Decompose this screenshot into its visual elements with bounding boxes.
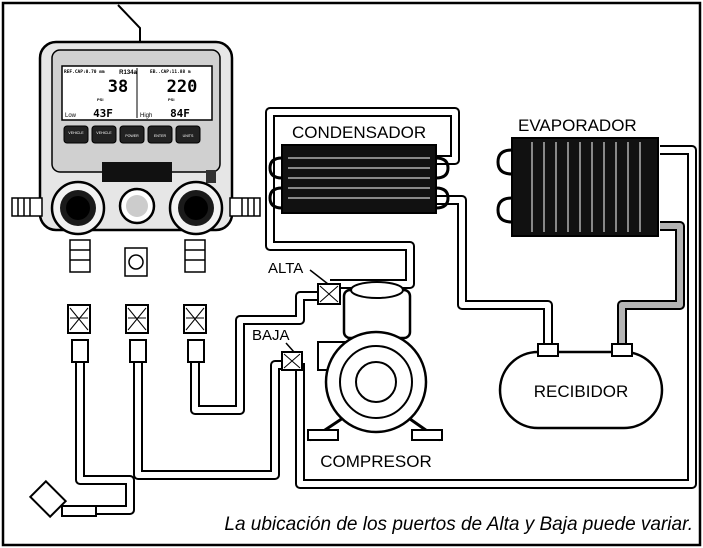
low-side-knob[interactable] [50, 180, 106, 236]
condensador: CONDENSADOR [268, 123, 450, 214]
side-port-left [11, 197, 43, 217]
baja-port[interactable] [281, 351, 303, 371]
high-side-knob[interactable] [168, 180, 224, 236]
lcd-low-pressure: 38 [108, 77, 128, 97]
hose-couplers [28, 304, 207, 519]
manifold-gauge: REF.CAP:0.70 mm R134a EB..CAP:11.88 m 38… [11, 40, 261, 277]
gauge-buttons: VEHICLE VEHICLE POWER ENTER UNITS [63, 125, 201, 144]
lcd-refrigerant: R134a [119, 70, 137, 76]
condensador-label: CONDENSADOR [292, 123, 426, 142]
lcd-high-temp: 84F [170, 107, 190, 120]
sight-glass [118, 187, 156, 225]
compresor: COMPRESOR [307, 281, 443, 471]
side-port-right [229, 197, 261, 217]
coupler-left [67, 304, 91, 363]
gauge-logo [206, 170, 216, 183]
alta-leader [309, 269, 329, 285]
gauge-display-window [102, 162, 172, 182]
svg-text:ENTER: ENTER [154, 134, 167, 138]
lcd-unit-left: PSI [97, 97, 103, 102]
lcd-low-label: Low [65, 113, 77, 119]
recibidor: RECIBIDOR [498, 343, 664, 430]
lcd-low-temp: 43F [93, 107, 113, 120]
svg-text:VEHICLE: VEHICLE [96, 131, 112, 135]
svg-text:POWER: POWER [125, 134, 139, 138]
hoses [75, 107, 697, 515]
coupler-right [183, 304, 207, 363]
enter-button[interactable]: ENTER [147, 125, 173, 144]
caption: La ubicación de los puertos de Alta y Ba… [224, 514, 693, 535]
vehicle-button-2[interactable]: VEHICLE [91, 125, 117, 144]
coupler-middle [125, 304, 149, 363]
svg-text:UNITS: UNITS [183, 134, 194, 138]
svg-text:VEHICLE: VEHICLE [68, 131, 84, 135]
baja-leader [285, 342, 295, 353]
lcd-high-pressure: 220 [167, 77, 198, 97]
baja-label: BAJA [252, 327, 290, 344]
vehicle-button-1[interactable]: VEHICLE [63, 125, 89, 144]
lcd-right-header: EB..CAP:11.88 m [150, 69, 191, 75]
evaporador: EVAPORADOR [496, 116, 659, 237]
units-button[interactable]: UNITS [175, 125, 201, 144]
lcd-high-label: High [140, 113, 152, 119]
power-button[interactable]: POWER [119, 125, 145, 144]
evaporador-label: EVAPORADOR [518, 116, 637, 135]
recibidor-label: RECIBIDOR [534, 382, 628, 401]
alta-port[interactable] [317, 283, 341, 305]
service-coupler [28, 479, 97, 519]
lcd-left-header: REF.CAP:0.70 mm [64, 69, 105, 75]
compresor-label: COMPRESOR [320, 452, 431, 471]
lcd-unit-right: PSI [168, 97, 174, 102]
alta-label: ALTA [268, 260, 303, 277]
bottom-fittings [69, 239, 206, 277]
